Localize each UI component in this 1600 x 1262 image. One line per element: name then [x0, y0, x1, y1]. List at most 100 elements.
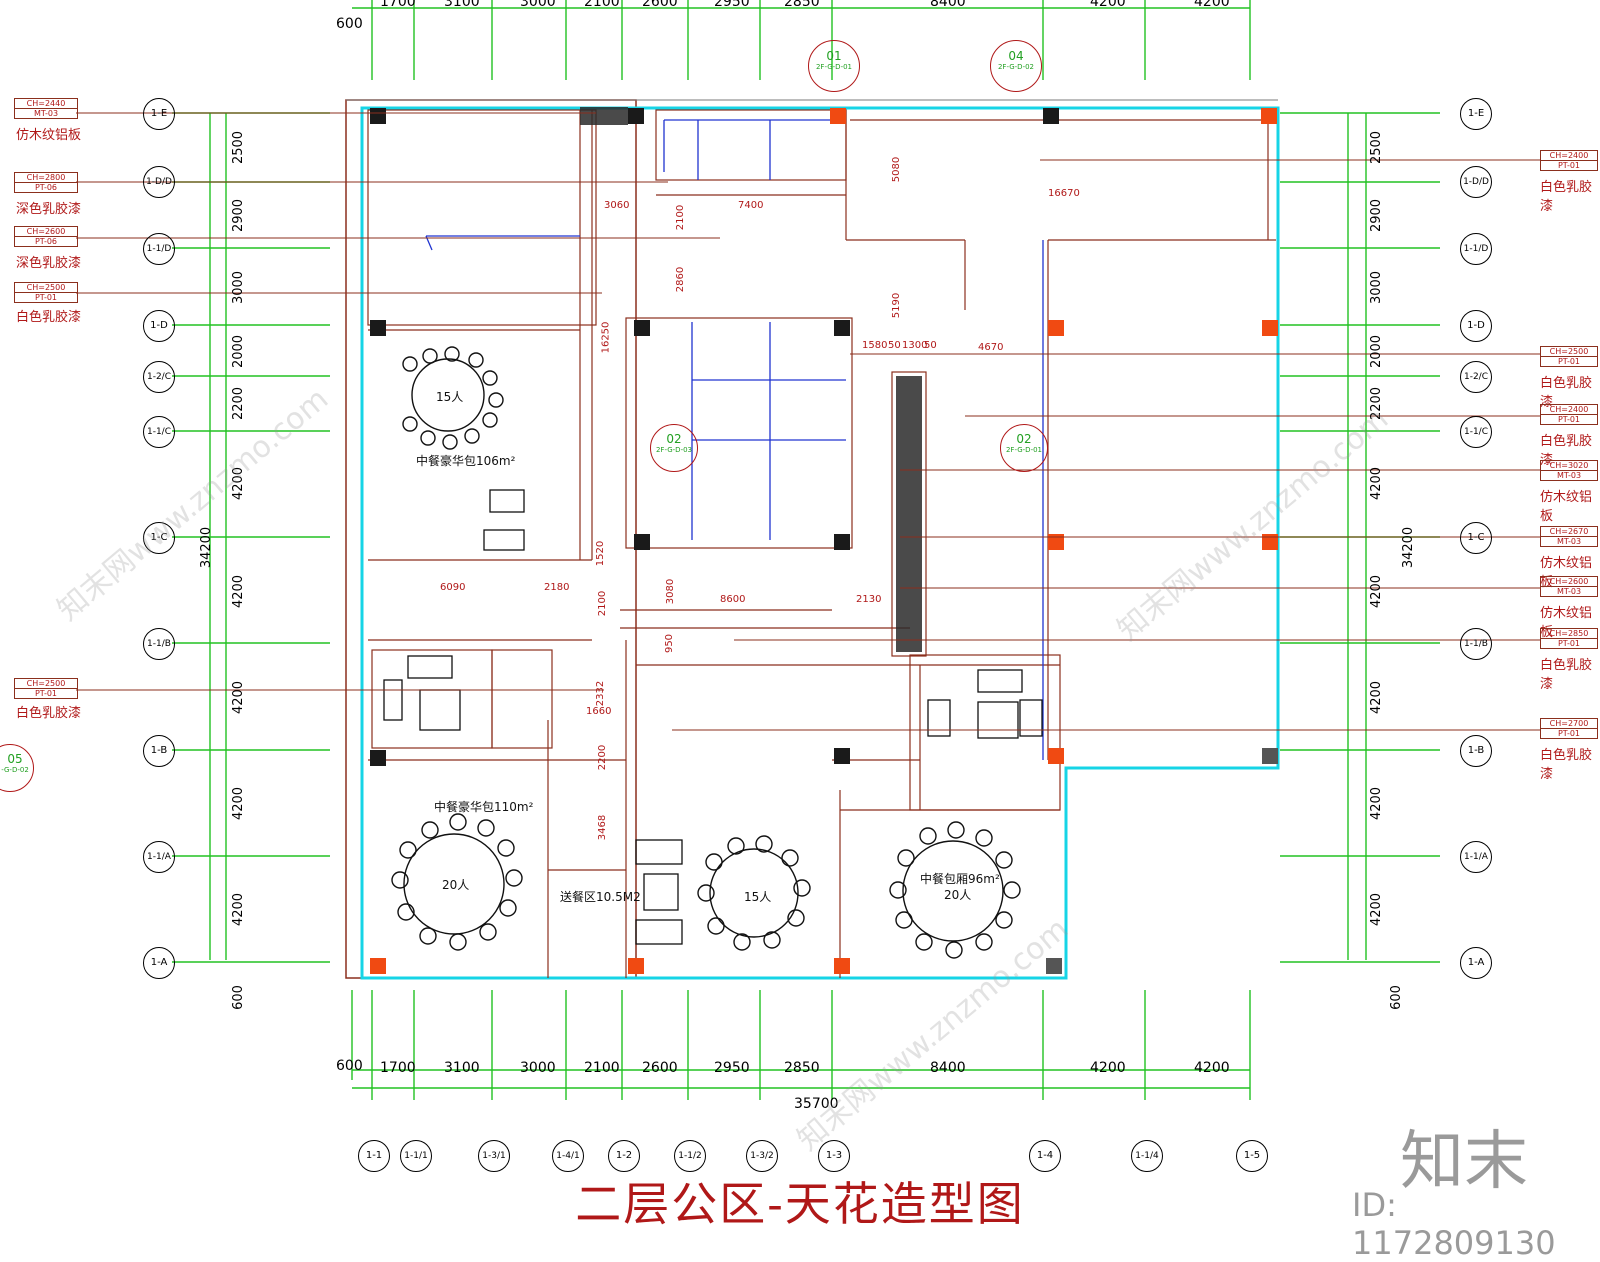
- inner-dim: 2200: [597, 744, 609, 771]
- interior-walls: [367, 109, 1276, 978]
- section-number: 02: [666, 432, 682, 446]
- grid-bubble: 1-D: [143, 310, 175, 342]
- callout-name: 深色乳胶漆: [16, 202, 82, 217]
- section-ref: 2F-G-D-01: [1005, 446, 1043, 454]
- grid-label: 1-D/D: [1463, 177, 1489, 187]
- grid-bubble: 1-1/C: [143, 416, 175, 448]
- grid-bubble: 1-5: [1236, 1140, 1268, 1172]
- section-marker: 04 2F-G-D-02: [990, 40, 1042, 92]
- dim-label: 4200: [1369, 466, 1385, 501]
- room-label: 中餐豪华包106m²: [416, 454, 516, 468]
- callout-name: 深色乳胶漆: [16, 256, 82, 271]
- blue-fixtures: [425, 119, 1044, 760]
- callout-name: 白色乳胶漆: [16, 310, 82, 325]
- grid-label: 1-1/D: [146, 244, 172, 254]
- dim-label: 4200: [1194, 1060, 1230, 1076]
- dim-label: 3000: [520, 1060, 556, 1076]
- callout-mat: MT-03: [1541, 586, 1597, 596]
- callout-code: CH=2440: [26, 99, 66, 108]
- dim-label: 2200: [231, 386, 247, 421]
- callout-code: CH=2800: [26, 173, 66, 182]
- grid-label: 1-4/1: [556, 1151, 580, 1161]
- grid-bubble: 1-E: [1460, 98, 1492, 130]
- dim-label: 3000: [520, 0, 556, 10]
- callout-name: 白色乳胶漆: [1540, 658, 1593, 692]
- inner-dim: 50: [924, 340, 937, 351]
- dim-label: 2850: [784, 1060, 820, 1076]
- grid-bubble: 1-3/2: [746, 1140, 778, 1172]
- section-marker: 02 2F-G-D-01: [1000, 424, 1048, 472]
- grid-label: 1-A: [150, 957, 168, 968]
- grid-bubble: 1-1/A: [1460, 841, 1492, 873]
- inner-dim: 5080: [891, 156, 903, 183]
- callout-code: CH=2600: [26, 227, 66, 236]
- grid-label: 1-D: [1467, 320, 1485, 331]
- grid-label: 1-B: [1467, 745, 1485, 756]
- dim-edge-bottom: 600: [336, 1058, 363, 1074]
- section-marker: 02 2F-G-D-03: [650, 424, 698, 472]
- grid-label: 1-1/C: [146, 427, 172, 437]
- grid-label: 1-1/D: [1463, 244, 1489, 254]
- callout-code: CH=2600: [1549, 577, 1589, 586]
- grid-bubble: 1-1/B: [1460, 628, 1492, 660]
- grid-bubble: 1-D: [1460, 310, 1492, 342]
- inner-dim: 1520: [595, 540, 607, 567]
- grid-label: 1-1/4: [1135, 1151, 1159, 1161]
- grid-label: 1-3/2: [750, 1151, 774, 1161]
- inner-dim: 1660: [586, 706, 612, 717]
- callout-mat: MT-03: [15, 108, 77, 118]
- grid-label: 1-D/D: [146, 177, 172, 187]
- dim-label: 2100: [584, 0, 620, 10]
- dim-label: 3100: [444, 0, 480, 10]
- inner-dim: 16250: [600, 321, 612, 354]
- inner-dim: 1580: [862, 340, 888, 351]
- inner-dim: 3060: [604, 200, 630, 211]
- grid-label: 1-1/A: [1464, 852, 1488, 862]
- grid-label: 1-2: [615, 1150, 633, 1161]
- section-ref: 2F-G-D-02: [997, 63, 1035, 71]
- grid-bubble: 1-4: [1029, 1140, 1061, 1172]
- grid-label: 1-1/A: [147, 852, 171, 862]
- callout-name: 仿木纹铝板: [1540, 490, 1593, 524]
- grid-bubble: 1-2/C: [143, 361, 175, 393]
- dim-label: 8400: [930, 1060, 966, 1076]
- inner-dim: 3468: [597, 814, 609, 841]
- callout-name: 白色乳胶漆: [1540, 748, 1593, 782]
- dim-label: 2600: [642, 1060, 678, 1076]
- grid-bubble: 1-C: [143, 522, 175, 554]
- callout-code: CH=2500: [26, 679, 66, 688]
- dim-label: 3000: [231, 270, 247, 305]
- section-ref: 2F-G-D-03: [655, 446, 693, 454]
- dim-label: 1700: [380, 0, 416, 10]
- grid-label: 1-1/B: [1464, 639, 1488, 649]
- table-20-seat-b: [902, 840, 1004, 942]
- wood-slat-feature: [580, 107, 927, 657]
- callout-name: 白色乳胶漆: [1540, 180, 1593, 214]
- grid-label: 1-3: [825, 1150, 843, 1161]
- section-ref: -G-D-02: [1, 766, 29, 774]
- dim-edge-top: 600: [336, 16, 363, 32]
- dim-edge-left: 600: [230, 985, 246, 1010]
- grid-bubble: 1-D/D: [1460, 166, 1492, 198]
- dim-label: 4200: [1369, 892, 1385, 927]
- dim-total-height-right: 34200: [1401, 526, 1417, 569]
- dim-label: 4200: [1090, 0, 1126, 10]
- callout-mat: MT-03: [1541, 536, 1597, 546]
- dining-tables: [391, 346, 1021, 959]
- room-seats: 20人: [442, 878, 470, 892]
- columns: [370, 108, 1278, 974]
- grid-bubble: 1-D/D: [143, 166, 175, 198]
- dim-label: 4200: [1369, 574, 1385, 609]
- dim-label: 2600: [642, 0, 678, 10]
- callout-name: 白色乳胶漆: [1540, 376, 1593, 410]
- grid-label: 1-1: [365, 1150, 383, 1161]
- callout-code: CH=2400: [1549, 405, 1589, 414]
- room-label: 中餐包厢96m²: [920, 872, 1000, 886]
- dim-label: 2500: [1369, 130, 1385, 165]
